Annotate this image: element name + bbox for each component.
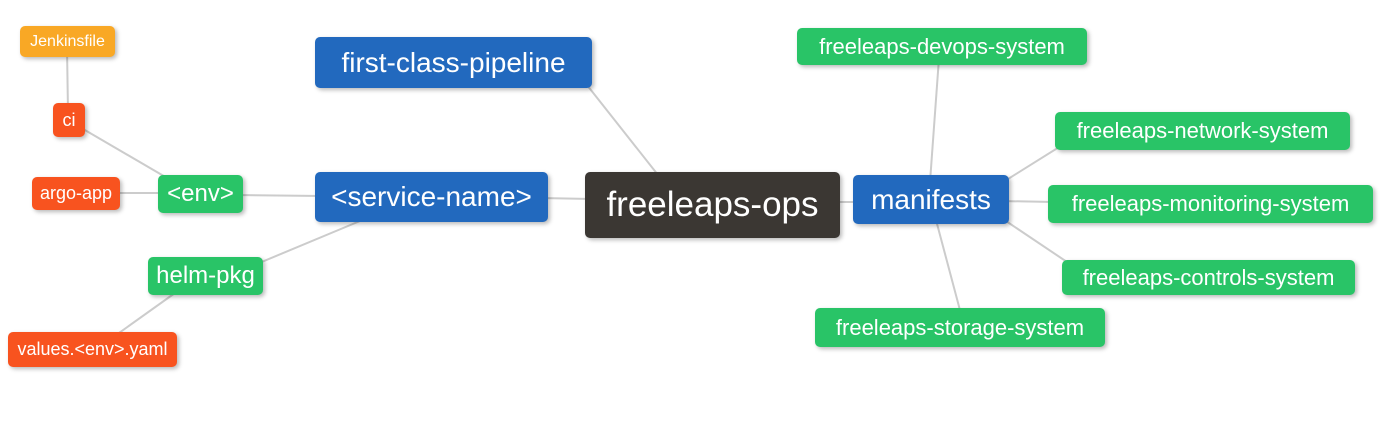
mindmap-node-first-class-pipeline[interactable]: first-class-pipeline [315, 37, 592, 88]
mindmap-node-freeleaps-network-system[interactable]: freeleaps-network-system [1055, 112, 1350, 150]
mindmap-node-argo-app[interactable]: argo-app [32, 177, 120, 210]
mindmap-node-jenkinsfile[interactable]: Jenkinsfile [20, 26, 115, 57]
edge-manifests-freeleaps-controls-system [999, 216, 1071, 265]
mindmap-node-env[interactable]: <env> [158, 175, 243, 213]
edge-manifests-freeleaps-devops-system [929, 57, 940, 183]
edge-manifests-freeleaps-network-system [999, 143, 1065, 185]
mindmap-node-freeleaps-controls-system[interactable]: freeleaps-controls-system [1062, 260, 1355, 295]
edge-service-name-freeleaps-ops [539, 197, 593, 200]
mindmap-node-freeleaps-monitoring-system[interactable]: freeleaps-monitoring-system [1048, 185, 1373, 223]
edge-env-service-name [235, 194, 323, 197]
mindmap-node-freeleaps-storage-system[interactable]: freeleaps-storage-system [815, 308, 1105, 347]
edge-first-class-pipeline-freeleaps-ops [582, 79, 663, 181]
edge-ci-env [77, 125, 175, 183]
edge-service-name-helm-pkg [251, 215, 373, 267]
edge-jenkinsfile-ci [66, 47, 69, 113]
mindmap-node-ci[interactable]: ci [53, 103, 85, 137]
mindmap-node-freeleaps-ops[interactable]: freeleaps-ops [585, 172, 840, 238]
mindmap-node-helm-pkg[interactable]: helm-pkg [148, 257, 263, 295]
mindmap-node-freeleaps-devops-system[interactable]: freeleaps-devops-system [797, 28, 1087, 65]
mindmap-node-values-env-yaml[interactable]: values.<env>.yaml [8, 332, 177, 367]
edge-manifests-freeleaps-monitoring-system [999, 200, 1055, 203]
mindmap-node-service-name[interactable]: <service-name> [315, 172, 548, 222]
edge-helm-pkg-values-env-yaml [111, 287, 183, 339]
edge-manifests-freeleaps-storage-system [935, 219, 962, 315]
mindmap-node-manifests[interactable]: manifests [853, 175, 1009, 224]
